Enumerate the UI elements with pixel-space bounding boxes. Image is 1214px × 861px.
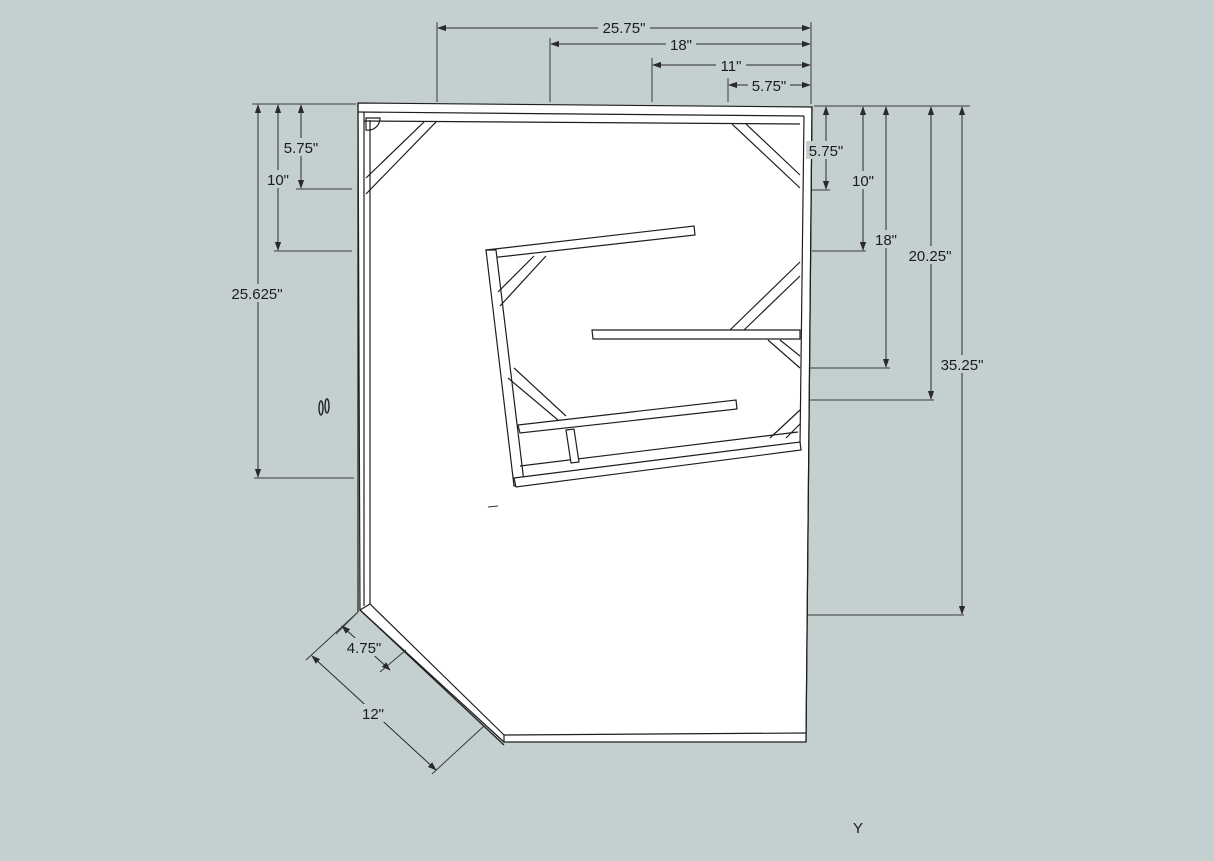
dim-top-11: 11" [721, 58, 742, 75]
dim-left-5-75: 5.75" [284, 140, 319, 157]
dim-right-18: 18" [875, 232, 897, 249]
short-post [565, 428, 580, 464]
right-edge-board [799, 106, 813, 743]
dim-left-25-625: 25.625" [231, 286, 282, 303]
dim-right-20-25: 20.25" [909, 248, 952, 265]
top-edge-board [357, 111, 805, 125]
middle-shelf [591, 329, 801, 340]
corner-arc [365, 117, 381, 131]
right-dimensions: 5.75" 10" 18" 20.25" 35.25" [806, 105, 988, 616]
left-edge-board [357, 103, 371, 612]
right-lower-brace [769, 409, 801, 439]
right-middle-brace [767, 339, 801, 369]
dim-right-10: 10" [852, 173, 874, 190]
axis-y-mark: Y [853, 820, 863, 837]
dim-right-5-75: 5.75" [809, 143, 844, 160]
dim-top-18: 18" [670, 37, 692, 54]
top-left-brace [365, 121, 437, 195]
inner-bottom-rail-edge [519, 431, 799, 467]
dim-top-25-75: 25.75" [603, 20, 646, 37]
lower-shelf [517, 399, 738, 434]
dim-right-35-25: 35.25" [941, 357, 984, 374]
right-upper-brace [729, 261, 801, 331]
dim-top-5-75: 5.75" [752, 78, 787, 95]
chamfer-dimensions: 4.75" 12" [305, 611, 485, 775]
dim-left-10: 10" [267, 172, 289, 189]
inner-top-brace [497, 255, 547, 307]
dim-chamfer-12: 12" [362, 706, 384, 723]
left-dimensions: 5.75" 10" 25.625" [228, 103, 356, 479]
inner-frame [485, 225, 802, 488]
stray-marks [318, 398, 499, 508]
inner-lower-brace [507, 367, 567, 421]
dim-chamfer-4-75: 4.75" [347, 640, 382, 657]
top-right-brace [731, 123, 801, 189]
top-dimensions: 25.75" 18" 11" 5.75" [436, 18, 812, 104]
inner-bottom-rail [513, 441, 802, 488]
